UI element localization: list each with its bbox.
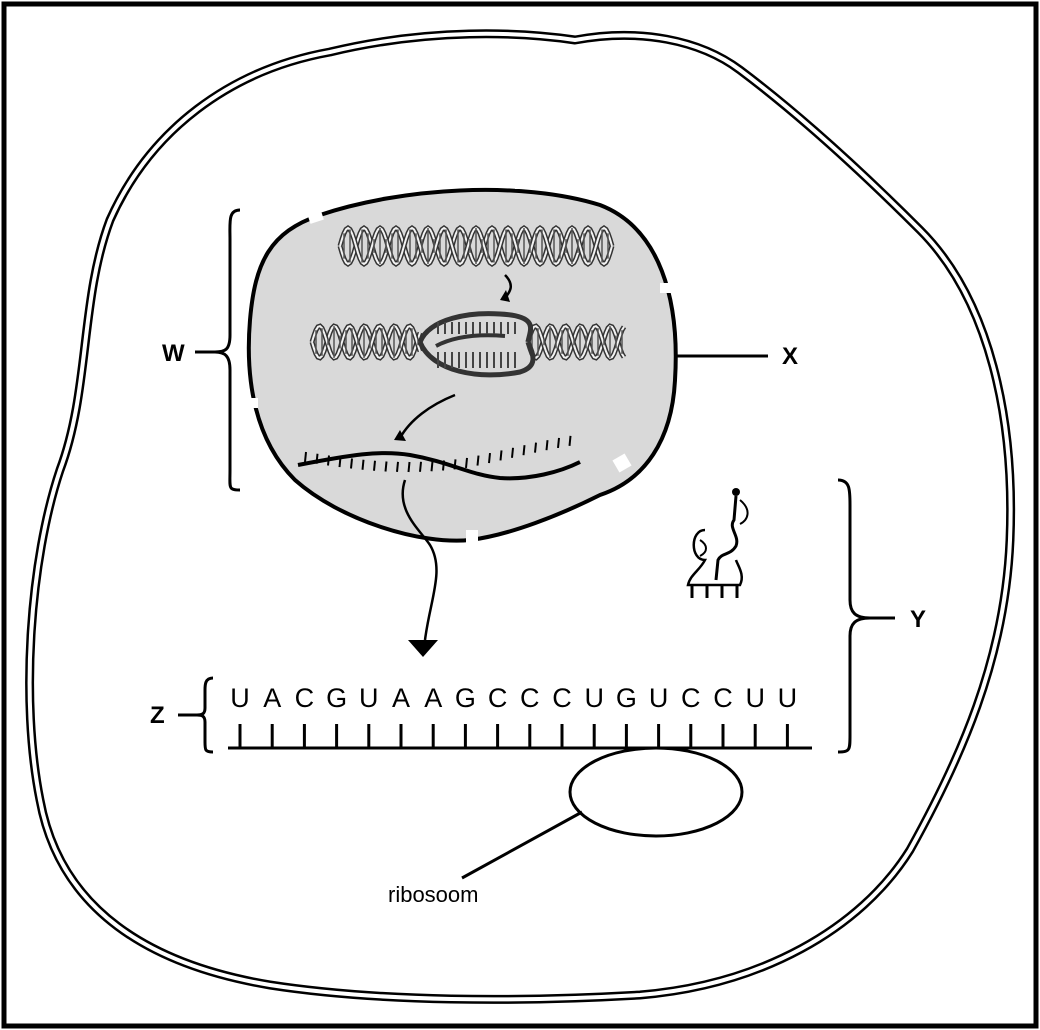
nuclear-pore xyxy=(244,398,258,408)
mrna-base: U xyxy=(778,683,798,713)
mrna-tick xyxy=(386,461,387,471)
mrna-tick xyxy=(570,436,571,446)
mrna-tick xyxy=(351,459,352,469)
mrna-base: U xyxy=(649,683,669,713)
mrna-base: U xyxy=(745,683,765,713)
bracket-y xyxy=(838,480,895,752)
mrna-tick xyxy=(478,456,479,466)
mrna-tick xyxy=(443,460,444,470)
mrna-tick xyxy=(466,458,467,468)
nuclear-pore xyxy=(660,283,682,293)
mrna-tick xyxy=(420,462,421,472)
mrna-tick xyxy=(363,460,364,470)
ribosome xyxy=(570,748,742,836)
mrna-base: A xyxy=(424,683,442,713)
mrna-tick xyxy=(397,462,398,472)
label-x: X xyxy=(782,343,798,370)
mrna-base-ticks xyxy=(240,724,787,748)
mrna-base: C xyxy=(488,683,508,713)
mrna-base: U xyxy=(584,683,604,713)
arrowhead-down xyxy=(408,640,438,657)
mrna-tick xyxy=(524,445,525,455)
mrna-tick xyxy=(512,448,513,458)
mrna-base: A xyxy=(263,683,281,713)
mrna-tick xyxy=(547,440,548,450)
mrna-base: C xyxy=(681,683,701,713)
label-z: Z xyxy=(150,702,165,729)
mrna-tick xyxy=(340,457,341,467)
label-w: W xyxy=(162,340,185,367)
nuclear-pore xyxy=(515,175,529,189)
nuclear-pore xyxy=(466,530,478,546)
mrna-base: G xyxy=(455,683,476,713)
mrna-base: G xyxy=(326,683,347,713)
mrna-base: A xyxy=(392,683,410,713)
mrna-base: C xyxy=(520,683,540,713)
bracket-w xyxy=(195,210,240,490)
mrna-base: U xyxy=(359,683,379,713)
mrna-base: C xyxy=(295,683,315,713)
mrna-base: C xyxy=(713,683,733,713)
mrna-tick xyxy=(535,443,536,453)
label-ribosome: ribosoom xyxy=(388,882,478,907)
pointer-ribosome xyxy=(462,812,582,878)
mrna-tick xyxy=(328,455,329,465)
bracket-z xyxy=(178,678,213,752)
mrna-tick xyxy=(374,461,375,471)
mrna-tick xyxy=(432,461,433,471)
mrna-tick xyxy=(305,452,306,462)
trna-molecule xyxy=(688,488,748,598)
mrna-tick xyxy=(558,438,559,448)
mrna-tick xyxy=(501,450,502,460)
mrna-tick xyxy=(455,459,456,469)
mrna-tick xyxy=(409,462,410,472)
mrna-base: U xyxy=(230,683,250,713)
mrna-base: G xyxy=(616,683,637,713)
mrna-base: C xyxy=(552,683,572,713)
mrna-tick xyxy=(489,453,490,463)
label-y: Y xyxy=(910,606,926,633)
mrna-tick xyxy=(317,454,318,464)
